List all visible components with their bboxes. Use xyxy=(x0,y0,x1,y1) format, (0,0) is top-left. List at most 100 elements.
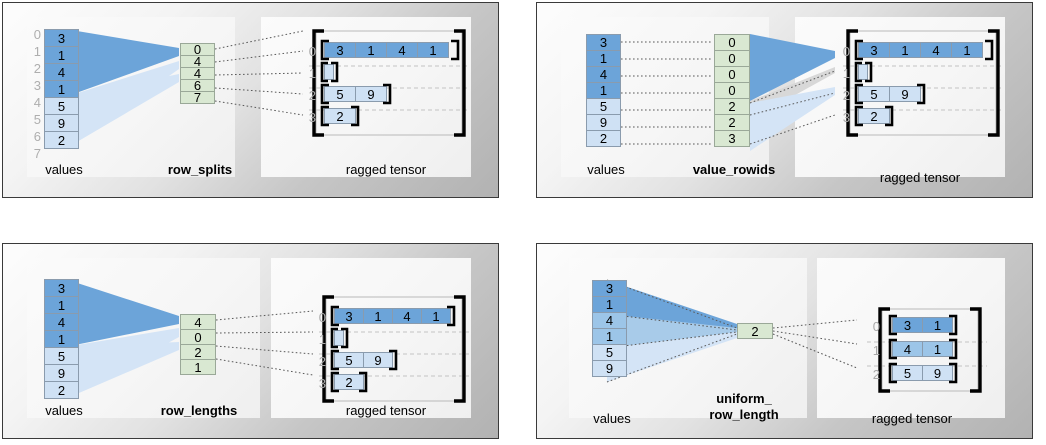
encoding-cell: 2 xyxy=(737,323,773,339)
inner-bracket-open xyxy=(888,362,897,384)
panel-2-overlay xyxy=(621,29,1003,151)
value-cell: 2 xyxy=(44,131,79,149)
uniform-row-length-column: 2 xyxy=(737,323,773,339)
leader-4-v1 xyxy=(606,313,738,331)
inner-bracket-close xyxy=(351,105,360,127)
inner-bracket-open xyxy=(888,338,897,360)
encoding-label: value_rowids xyxy=(692,162,776,177)
tensor-row-index: 2 xyxy=(872,367,880,382)
tensor-row-index: 1 xyxy=(308,66,316,81)
inner-bracket-open xyxy=(320,61,328,83)
leader-4-v2 xyxy=(606,331,738,349)
leader-2-r3 xyxy=(749,114,836,145)
leader-1-0 xyxy=(214,30,304,50)
value-cell: 9 xyxy=(592,360,627,377)
tensor-row: 2 xyxy=(334,374,364,390)
tensor-cell: 1 xyxy=(363,308,393,324)
tensor-row-index: 0 xyxy=(308,44,316,59)
tensor-cell: 9 xyxy=(889,86,921,102)
tensor-cell: 1 xyxy=(417,42,449,58)
tensor-row: 3 1 4 1 xyxy=(334,308,451,324)
tensor-cell: 1 xyxy=(889,42,921,58)
inner-bracket-open xyxy=(320,105,329,127)
wedge-mid-4 xyxy=(607,314,737,348)
tensor-cell: 4 xyxy=(892,341,923,357)
tensor-row: 5 9 xyxy=(892,365,953,381)
leader-2-r1 xyxy=(749,70,836,104)
inner-bracket-open xyxy=(854,83,863,105)
inner-bracket-open xyxy=(330,305,339,327)
tensor-cell: 2 xyxy=(324,108,356,124)
tensor-row-index: 3 xyxy=(308,110,316,125)
tensor-cell: 2 xyxy=(334,374,364,390)
row-lengths-column: 4 0 2 1 xyxy=(180,314,216,375)
bracket-open-4 xyxy=(878,307,890,393)
inner-bracket-close xyxy=(359,371,368,393)
wedge-light-3b xyxy=(65,342,179,399)
value-cell: 3 xyxy=(44,279,79,297)
values-column-2: 3 1 4 1 5 9 2 xyxy=(586,34,621,147)
panel-1-overlay xyxy=(65,29,469,149)
leader-3-0 xyxy=(215,310,314,321)
inner-bracket-close xyxy=(389,349,398,371)
inner-bracket-close xyxy=(451,39,460,61)
panel-uniform-row-length: 3 1 4 1 5 9 2 0 1 2 3 1 4 1 5 9 xyxy=(536,243,1033,439)
bracket-open-1 xyxy=(312,29,324,137)
bracket-close-4 xyxy=(970,307,982,393)
tensor-row-index: 2 xyxy=(308,88,316,103)
tensor-inner-frame-1 xyxy=(315,30,463,136)
inner-bracket-open xyxy=(854,39,863,61)
tensor-label: ragged tensor xyxy=(879,170,961,185)
values-label: values xyxy=(587,162,625,177)
inner-bracket-open xyxy=(330,327,338,349)
tensor-row: 5 9 xyxy=(858,86,921,102)
tensor-row-index: 1 xyxy=(842,66,850,81)
tensor-row xyxy=(324,64,334,80)
panel-1-inner-brackets xyxy=(320,39,460,127)
tensor-row: 4 1 xyxy=(892,341,953,357)
tensor-cell: 3 xyxy=(324,42,356,58)
leader-1-3 xyxy=(214,87,304,95)
values-label: values xyxy=(45,403,83,418)
encoding-label: row_lengths xyxy=(160,403,238,418)
bracket-close-2 xyxy=(988,29,1000,137)
values-column-4: 3 1 4 1 5 9 xyxy=(592,280,627,377)
panel-row-lengths: 3 1 4 1 5 9 2 4 0 2 1 0 1 2 3 3 1 4 1 5 xyxy=(2,243,499,439)
tensor-cell: 9 xyxy=(355,86,387,102)
panel-value-rowids: 3 1 4 1 5 9 2 0 0 0 0 2 2 3 0 1 2 3 3 1 … xyxy=(536,2,1033,198)
inner-bracket-close xyxy=(949,362,958,384)
wedge-dark-3 xyxy=(65,279,179,347)
bracket-open-3 xyxy=(322,295,334,403)
inner-bracket-open xyxy=(330,371,339,393)
tensor-cell-empty xyxy=(858,64,868,80)
inner-bracket-open xyxy=(320,83,329,105)
inner-bracket-open xyxy=(330,349,339,371)
boundary-index: 3 xyxy=(33,78,41,93)
tensor-row: 2 xyxy=(858,108,890,124)
tensor-cell: 1 xyxy=(951,42,983,58)
leader-1-4 xyxy=(214,100,304,116)
tensor-cell-empty xyxy=(334,330,344,346)
panel-3-inner-brackets xyxy=(330,305,456,393)
boundary-index: 6 xyxy=(33,129,41,144)
tensor-row-index: 2 xyxy=(318,354,326,369)
tensor-cell: 1 xyxy=(922,317,953,333)
wedge-light-2 xyxy=(750,87,835,151)
inner-bracket-open xyxy=(888,314,897,336)
tensor-cell: 1 xyxy=(421,308,451,324)
inner-bracket-close xyxy=(447,305,456,327)
leader-1-2 xyxy=(214,72,304,76)
value-cell: 4 xyxy=(44,63,79,81)
value-cell: 2 xyxy=(586,130,621,147)
boundary-index: 2 xyxy=(33,61,41,76)
encoding-label-line1: uniform_ xyxy=(716,391,772,406)
tensor-row: 3 1 4 1 xyxy=(324,42,449,58)
encoding-cell: 1 xyxy=(180,359,216,375)
panel-4-inner-brackets xyxy=(888,314,958,384)
tensor-cell: 9 xyxy=(363,352,393,368)
inner-bracket-close xyxy=(341,327,349,349)
tensor-inner-frame-3 xyxy=(325,296,463,402)
inner-bracket-open xyxy=(854,105,863,127)
value-cell: 1 xyxy=(44,46,79,64)
